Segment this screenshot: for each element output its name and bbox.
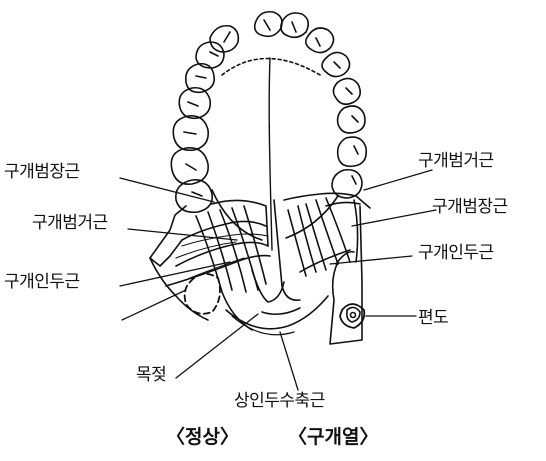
caption-normal: 〈정상〉 xyxy=(166,428,239,447)
dental-arch xyxy=(171,12,366,250)
label-right-levator-veli-palatini: 구개범거근 xyxy=(418,153,494,170)
label-superior-pharyngeal-constrictor: 상인두수축근 xyxy=(234,393,325,410)
caption-cleft-palate: 〈구개열〉 xyxy=(288,428,378,447)
label-right-palatopharyngeus: 구개인두근 xyxy=(418,245,494,262)
cleft-soft-palate xyxy=(274,193,370,344)
label-tonsil: 편도 xyxy=(418,310,448,327)
label-uvula: 목젖 xyxy=(136,367,166,384)
label-left-tensor-veli-palatini: 구개범장근 xyxy=(4,164,80,181)
teeth-right-icon xyxy=(255,12,367,198)
label-right-tensor-veli-palatini: 구개범장근 xyxy=(432,199,508,216)
leader-lines xyxy=(120,170,436,390)
label-left-palatopharyngeus: 구개인두근 xyxy=(4,274,80,291)
tonsil-icon xyxy=(340,304,364,328)
label-left-levator-veli-palatini: 구개범거근 xyxy=(32,215,108,232)
teeth-left-icon xyxy=(171,26,238,213)
